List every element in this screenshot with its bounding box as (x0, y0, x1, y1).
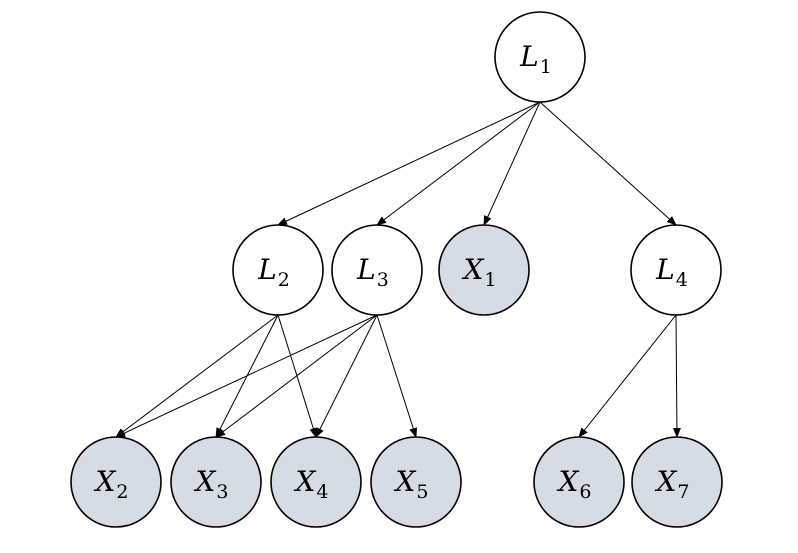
node-circle-x2 (70, 436, 162, 528)
node-letter: L (519, 40, 539, 73)
node-letter: L (257, 253, 277, 286)
node-x6: X6 (533, 436, 625, 528)
node-subscript: 4 (316, 481, 328, 503)
node-l2: L2 (232, 224, 324, 316)
node-letter: X (293, 465, 316, 498)
node-l4: L4 (630, 224, 722, 316)
node-label-l4: L4 (655, 253, 688, 291)
edge-l3-to-x5 (376, 314, 418, 438)
node-letter: X (556, 465, 579, 498)
node-circle-x5 (370, 436, 462, 528)
node-circle-l3 (331, 224, 423, 316)
node-circle-x4 (270, 436, 362, 528)
edge-l3-to-x2 (115, 314, 378, 438)
edge-l1-to-l2 (277, 101, 541, 226)
edge-l1-to-l3 (376, 101, 541, 226)
node-circle-l2 (232, 224, 324, 316)
edge-l1-to-l4 (539, 101, 677, 226)
node-label-x2: X2 (93, 465, 128, 503)
edges-layer (115, 101, 681, 438)
node-x2: X2 (70, 436, 162, 528)
node-subscript: 2 (278, 269, 290, 291)
node-circle-l1 (494, 11, 586, 103)
node-letter: X (654, 465, 677, 498)
edge-l3-to-x4 (315, 314, 378, 438)
node-x4: X4 (270, 436, 362, 528)
node-l3: L3 (331, 224, 423, 316)
node-label-x7: X7 (654, 465, 689, 503)
node-subscript: 7 (677, 481, 689, 503)
node-letter: X (93, 465, 116, 498)
node-label-l2: L2 (257, 253, 290, 291)
node-circle-l4 (630, 224, 722, 316)
node-label-x6: X6 (556, 465, 591, 503)
node-letter: L (655, 253, 675, 286)
edge-l4-to-x6 (578, 314, 677, 438)
edge-l2-to-x2 (115, 314, 279, 438)
node-subscript: 5 (416, 481, 428, 503)
node-letter: L (356, 253, 376, 286)
node-l1: L1 (494, 11, 586, 103)
node-label-x4: X4 (293, 465, 328, 503)
node-circle-x1 (438, 224, 530, 316)
edge-l4-to-x7 (672, 314, 681, 438)
edge-l1-to-x1 (483, 101, 541, 226)
node-subscript: 1 (484, 269, 496, 291)
node-label-x5: X5 (393, 465, 428, 503)
node-subscript: 1 (540, 56, 552, 78)
node-letter: X (461, 253, 484, 286)
node-letter: X (393, 465, 416, 498)
node-subscript: 6 (579, 481, 591, 503)
node-circle-x6 (533, 436, 625, 528)
edge-l3-to-x3 (215, 314, 378, 438)
node-label-l3: L3 (356, 253, 389, 291)
node-x1: X1 (438, 224, 530, 316)
node-x5: X5 (370, 436, 462, 528)
node-circle-x3 (170, 436, 262, 528)
node-circle-x7 (631, 436, 723, 528)
node-x7: X7 (631, 436, 723, 528)
node-x3: X3 (170, 436, 262, 528)
node-subscript: 3 (377, 269, 389, 291)
node-label-x1: X1 (461, 253, 496, 291)
node-label-x3: X3 (193, 465, 228, 503)
node-subscript: 4 (676, 269, 688, 291)
node-subscript: 3 (216, 481, 228, 503)
node-label-l1: L1 (519, 40, 552, 78)
node-subscript: 2 (116, 481, 128, 503)
node-letter: X (193, 465, 216, 498)
